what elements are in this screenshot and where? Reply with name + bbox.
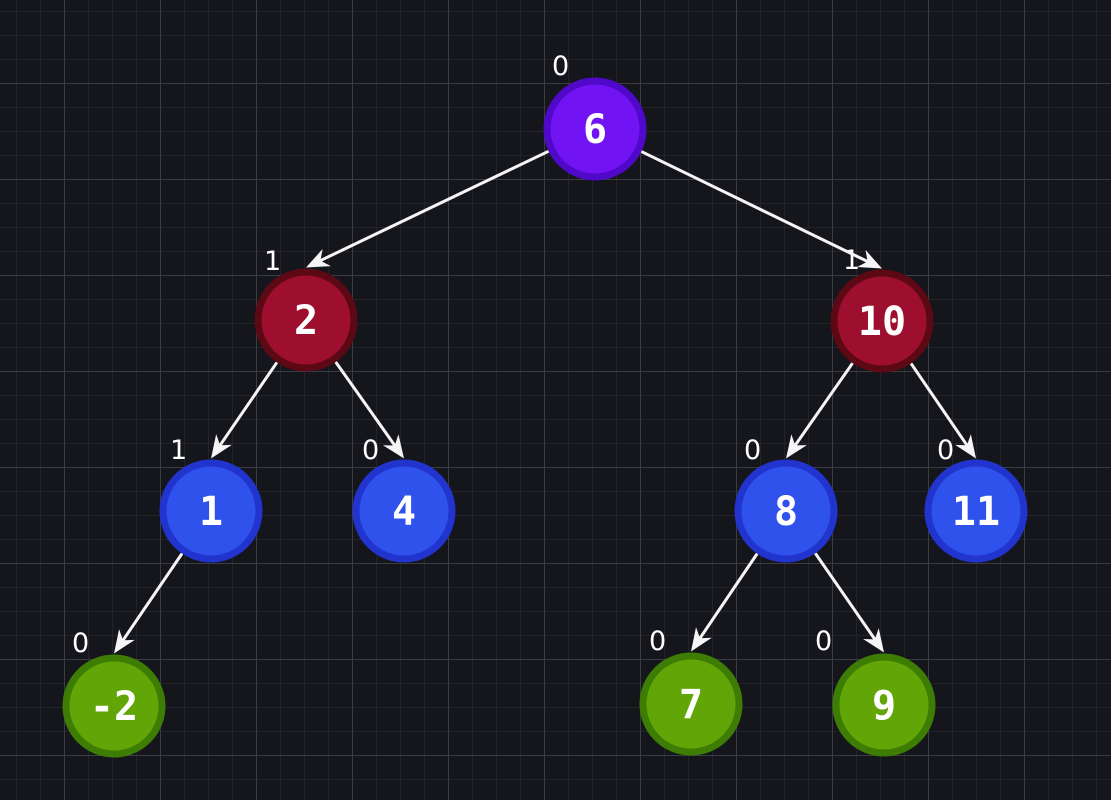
balance-factor-label: 0 <box>362 435 379 466</box>
tree-node-2[interactable]: 2 <box>254 268 358 372</box>
arrowhead-icon <box>691 627 712 652</box>
node-circle[interactable] <box>639 652 743 756</box>
tree-node-9[interactable]: 9 <box>832 653 936 757</box>
node-circle[interactable] <box>62 654 166 758</box>
tree-node-11[interactable]: 11 <box>924 459 1028 563</box>
balance-factor-label: 0 <box>649 626 666 657</box>
arrowhead-icon <box>786 434 807 459</box>
arrowhead-icon <box>306 248 331 268</box>
node-circle[interactable] <box>543 77 647 181</box>
tree-edges <box>114 150 976 654</box>
tree-edge <box>640 150 871 264</box>
node-value: 6 <box>583 107 607 153</box>
tree-edge <box>334 361 398 449</box>
node-value: 9 <box>872 683 896 729</box>
arrowhead-icon <box>114 629 135 654</box>
node-circle[interactable] <box>254 268 358 372</box>
node-value: -2 <box>90 684 138 730</box>
node-circle[interactable] <box>832 653 936 757</box>
tree-node--2[interactable]: -2 <box>62 654 166 758</box>
node-circle[interactable] <box>352 459 456 563</box>
node-circle[interactable] <box>734 459 838 563</box>
arrowhead-icon <box>382 434 404 459</box>
node-circle[interactable] <box>924 459 1028 563</box>
node-circle[interactable] <box>159 459 263 563</box>
tree-node-8[interactable]: 8 <box>734 459 838 563</box>
node-value: 4 <box>392 489 416 535</box>
tree-node-7[interactable]: 7 <box>639 652 743 756</box>
tree-node-10[interactable]: 10 <box>830 269 934 373</box>
tree-edge <box>697 552 759 642</box>
node-value: 1 <box>199 489 223 535</box>
arrowhead-icon <box>863 628 884 653</box>
balance-factor-label: 0 <box>552 51 569 82</box>
tree-edge <box>792 362 854 449</box>
tree-edge <box>814 552 878 643</box>
node-value: 11 <box>952 489 1000 535</box>
balance-factor-label: 1 <box>170 435 187 466</box>
tree-edge <box>120 552 183 644</box>
node-value: 8 <box>774 489 798 535</box>
arrowhead-icon <box>211 434 232 459</box>
tree-edge <box>910 362 970 449</box>
balance-factor-label: 0 <box>815 626 832 657</box>
balance-factor-label: 0 <box>744 435 761 466</box>
tree-node-6[interactable]: 6 <box>543 77 647 181</box>
tree-edge <box>317 150 550 263</box>
node-value: 7 <box>679 682 703 728</box>
tree-node-4[interactable]: 4 <box>352 459 456 563</box>
balance-factor-label: 0 <box>937 435 954 466</box>
node-value: 2 <box>294 298 318 344</box>
balance-factor-label: 1 <box>264 246 281 277</box>
arrowhead-icon <box>955 434 976 459</box>
node-value: 10 <box>858 299 906 345</box>
tree-edge <box>217 361 278 449</box>
tree-node-1[interactable]: 1 <box>159 459 263 563</box>
balance-factor-label: 0 <box>72 628 89 659</box>
node-circle[interactable] <box>830 269 934 373</box>
arrowhead-icon <box>857 249 882 269</box>
